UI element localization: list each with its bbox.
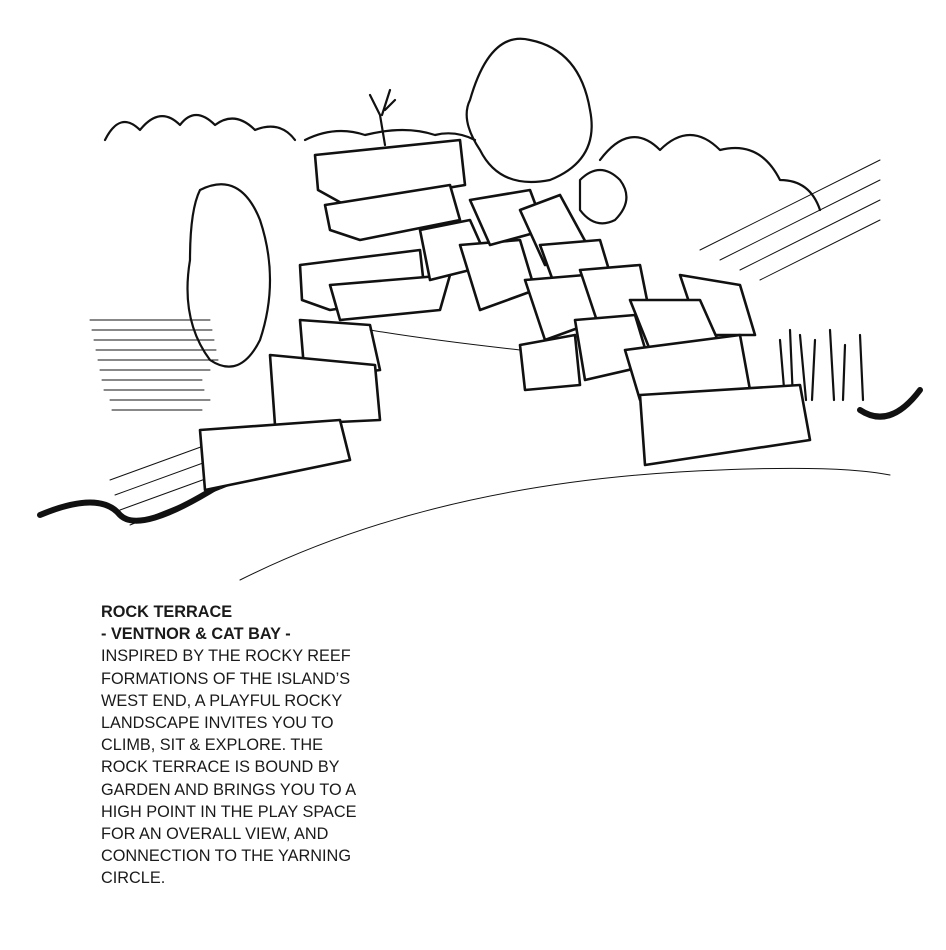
caption-line: ROCK TERRACE IS BOUND BY xyxy=(101,758,340,777)
caption-line: CONNECTION TO THE YARNING xyxy=(101,847,351,866)
caption-line: FOR AN OVERALL VIEW, AND xyxy=(101,825,329,844)
rock-formation xyxy=(198,88,812,492)
caption-title: ROCK TERRACE xyxy=(101,603,233,621)
caption-line: INSPIRED BY THE ROCKY REEF xyxy=(101,647,351,666)
rock-terrace-sketch xyxy=(37,37,923,581)
caption-subtitle: - VENTNOR & CAT BAY - xyxy=(101,625,291,644)
caption-line: GARDEN AND BRINGS YOU TO A xyxy=(101,780,357,799)
caption-line: CLIMB, SIT & EXPLORE. THE xyxy=(101,736,323,755)
caption: ROCK TERRACE - VENTNOR & CAT BAY - INSPI… xyxy=(101,601,356,890)
caption-line: FORMATIONS OF THE ISLAND’S xyxy=(101,669,351,688)
caption-line: HIGH POINT IN THE PLAY SPACE xyxy=(101,802,357,821)
ground-path xyxy=(239,329,891,581)
caption-line: WEST END, A PLAYFUL ROCKY xyxy=(101,691,343,710)
background-shrubs xyxy=(37,37,923,526)
caption-line: LANDSCAPE INVITES YOU TO xyxy=(101,714,334,733)
caption-line: CIRCLE. xyxy=(101,869,166,888)
